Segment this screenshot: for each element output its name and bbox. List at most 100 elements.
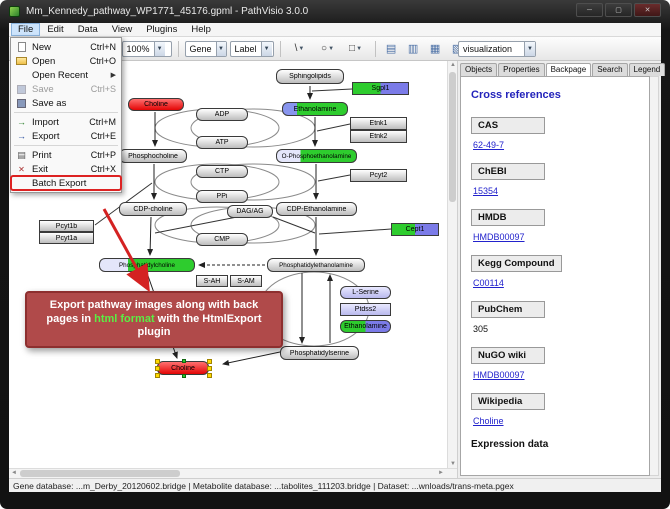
xref-link[interactable]: 62-49-7 [473,140,505,150]
pathway-node-sgpl1[interactable]: Sgpl1 [352,82,409,95]
titlebar[interactable]: Mm_Kennedy_pathway_WP1771_45176.gpml - P… [0,0,670,23]
selection-handle[interactable] [207,359,212,364]
pathway-node-cept1[interactable]: Cept1 [391,223,439,236]
chevron-down-icon[interactable]: ▼ [524,42,535,56]
pathway-node-ptdss2[interactable]: Ptdss2 [340,303,391,316]
menu-item-shortcut: Ctrl+N [90,42,116,52]
horizontal-scrollbar[interactable]: ◄ ► [9,468,457,478]
pathway-node-etnk1[interactable]: Etnk1 [350,117,407,130]
file-menu-item-batch-export[interactable]: Batch Export [10,175,122,191]
align-tool-4-button[interactable]: ▧ [448,39,467,58]
file-menu-item-open-recent[interactable]: Open Recent▶ [11,68,121,82]
chevron-down-icon[interactable]: ▼ [153,41,165,56]
xref-link[interactable]: HMDB00097 [473,370,525,380]
chevron-down-icon[interactable]: ▼ [215,41,226,56]
minimize-button[interactable]: ─ [576,3,603,17]
pathway-node-phosphatidylserine[interactable]: Phosphatidylserine [280,346,359,360]
pathway-node-sphingolipids[interactable]: Sphingolipids [276,69,344,84]
node-label: Phosphatidylcholine [118,261,175,269]
menubar-item-edit[interactable]: Edit [47,24,64,35]
arc-tool-button[interactable]: ○▼ [315,39,341,58]
visualization-combobox[interactable]: visualization ▼ [458,41,536,57]
pathway-node-choline-top[interactable]: Choline [128,98,184,111]
zoom-combobox[interactable]: 100% ▼ [121,40,172,57]
selection-handle[interactable] [182,374,186,378]
menubar-item-plugins[interactable]: Plugins [146,24,178,35]
pathway-node-adp[interactable]: ADP [196,108,248,121]
line-tool-button[interactable]: \▼ [287,39,313,58]
pathway-node-ethanolamine-low[interactable]: Ethanolamine [340,320,391,333]
tab-backpage[interactable]: Backpage [545,63,592,76]
chevron-down-icon[interactable]: ▼ [356,45,363,52]
pathway-node-phosphatidylcholine[interactable]: Phosphatidylcholine [99,258,195,272]
pathway-node-cdp-ethanolamine[interactable]: CDP-Ethanolamine [276,202,357,216]
selection-handle[interactable] [155,359,160,364]
xref-link[interactable]: Choline [473,416,504,426]
menubar-item-help[interactable]: Help [191,24,211,35]
tab-properties[interactable]: Properties [498,63,545,76]
label-combobox[interactable]: Label ▼ [229,40,274,57]
gene-datanode-combobox[interactable]: Gene ▼ [184,40,227,57]
pathway-node-dag-ag[interactable]: DAG/AG [227,205,273,218]
scroll-up-icon[interactable]: ▲ [450,62,456,68]
tab-legend[interactable]: Legend [628,63,666,76]
pathway-node-ctp[interactable]: CTP [196,165,248,178]
horizontal-scroll-thumb[interactable] [20,470,180,477]
shape-tool-button[interactable]: □▼ [343,39,369,58]
pathway-node-cdp-choline[interactable]: CDP-choline [119,202,187,216]
scroll-down-icon[interactable]: ▼ [450,461,456,467]
pathway-node-choline-bottom[interactable]: Choline [155,359,212,378]
pathway-node-phosphatidylethanolamine[interactable]: Phosphatidylethanolamine [267,258,365,272]
selection-handle[interactable] [207,366,212,371]
selection-handle[interactable] [182,359,186,363]
file-menu-item-save-as[interactable]: Save as [11,96,121,110]
pathway-node-s-ah[interactable]: S-AH [196,275,228,287]
maximize-button[interactable]: ▢ [605,3,632,17]
align-tool-1-button[interactable]: ▤ [382,39,401,58]
selection-handle[interactable] [155,366,160,371]
scroll-left-icon[interactable]: ◄ [11,470,17,476]
selection-handle[interactable] [155,373,160,378]
align-icon: ▦ [429,43,441,55]
menubar-item-file[interactable]: File [11,23,41,36]
close-button[interactable]: ✕ [634,3,661,17]
xref-link[interactable]: C00114 [473,278,504,288]
scroll-right-icon[interactable]: ► [438,470,444,476]
pathway-node-phosphocholine[interactable]: Phosphocholine [119,149,187,163]
section-header-hmdb: HMDB [471,209,545,226]
pathway-node-ppi[interactable]: PPi [196,190,248,203]
chevron-down-icon[interactable]: ▼ [260,41,272,56]
menu-separator [14,112,118,113]
pathway-node-pcyt2[interactable]: Pcyt2 [350,169,407,182]
menubar-item-view[interactable]: View [111,24,133,35]
pathway-node-etnk2[interactable]: Etnk2 [350,130,407,143]
chevron-down-icon[interactable]: ▼ [328,45,335,52]
align-tool-3-button[interactable]: ▦ [426,39,445,58]
xref-link[interactable]: 15354 [473,186,499,196]
xref-link[interactable]: HMDB00097 [473,232,525,242]
pathway-node-pcyt1a[interactable]: Pcyt1a [39,232,94,244]
selection-handle[interactable] [207,373,212,378]
vertical-scroll-thumb[interactable] [449,72,456,202]
pathway-node-pcyt1b[interactable]: Pcyt1b [39,220,94,232]
pathway-node-cmp[interactable]: CMP [196,233,248,246]
tab-search[interactable]: Search [592,63,628,76]
pathway-node-o-phosphoethanolamine[interactable]: O-Phosphoethanolamine [276,149,357,163]
align-tool-2-button[interactable]: ▥ [404,39,423,58]
pathway-node-atp[interactable]: ATP [196,136,248,149]
menubar-item-data[interactable]: Data [77,24,98,35]
pathway-node-l-serine[interactable]: L-Serine [340,286,391,299]
tab-objects[interactable]: Objects [460,63,498,76]
vertical-scrollbar[interactable]: ▲ ▼ [447,61,457,468]
pathway-node-s-am[interactable]: S-AM [230,275,262,287]
chevron-down-icon[interactable]: ▼ [298,45,305,52]
panel-scrollbar[interactable] [650,76,659,476]
pathway-node-ethanolamine-top[interactable]: Ethanolamine [282,102,348,116]
